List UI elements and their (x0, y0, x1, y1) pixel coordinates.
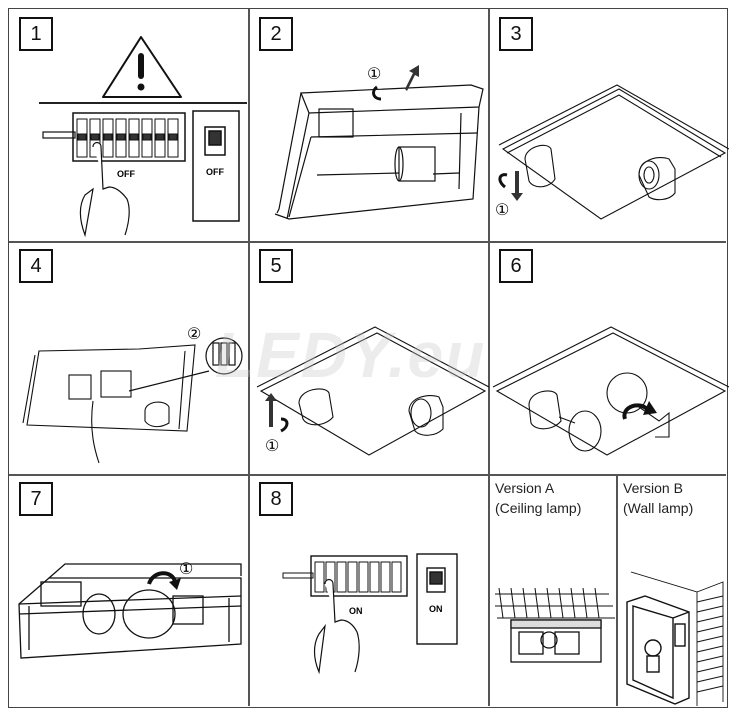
power-on-illustration: ON ON (282, 553, 458, 675)
remove-plate-illustration: ① (495, 84, 729, 220)
step-3-panel: ① 3 (489, 9, 729, 241)
rotate-arrow-icon (147, 571, 177, 585)
divider (616, 474, 618, 706)
base-plate-icon (492, 326, 729, 456)
hand-icon (313, 578, 360, 675)
down-arrow-icon (511, 171, 523, 201)
warning-icon (102, 36, 182, 98)
hand-icon (79, 141, 130, 238)
step-number: 8 (259, 482, 293, 516)
callout-1: ① (367, 64, 381, 83)
breaker-on-label: ON (429, 604, 443, 614)
step-number: 5 (259, 249, 293, 283)
up-arrow-icon (265, 393, 277, 427)
base-plate-icon (22, 344, 196, 464)
instruction-grid: OFF OFF 1 ① 2 (8, 8, 729, 708)
callout-1: ① (495, 200, 509, 219)
breaker-icon (192, 110, 240, 222)
step-number: 7 (19, 482, 53, 516)
step-6-panel: 6 (489, 241, 729, 474)
switch-off-label: OFF (117, 169, 135, 179)
ceiling-lamp-illustration (495, 587, 615, 663)
divider (488, 9, 490, 706)
reattach-frame-illustration: ① (18, 559, 242, 659)
up-arrow-icon (405, 65, 419, 91)
breaker-icon (416, 553, 458, 645)
step-number: 6 (499, 249, 533, 283)
fuse-box-icon (42, 112, 186, 162)
lamp-frame-icon (18, 563, 242, 659)
rotate-arrow-icon (372, 85, 382, 101)
version-b-panel: Version B (Wall lamp) (617, 474, 729, 706)
rotate-arrow-icon (280, 417, 289, 433)
divider (9, 241, 726, 243)
base-plate-icon (256, 326, 489, 456)
insert-bulb-illustration (492, 326, 729, 456)
callout-2: ② (187, 324, 201, 343)
connector-detail-icon (128, 337, 243, 392)
wiring-illustration: ② (22, 324, 243, 464)
step-number: 2 (259, 17, 293, 51)
lamp-frame-icon (510, 619, 602, 663)
rotate-arrow-icon (498, 173, 508, 189)
remove-frame-illustration: ① (274, 64, 484, 220)
base-plate-icon (498, 84, 729, 220)
version-a-panel: Version A (Ceiling lamp) (489, 474, 617, 706)
step-number: 4 (19, 249, 53, 283)
step-8-panel: ON ON 8 (249, 474, 489, 706)
lamp-frame-icon (626, 595, 690, 705)
wall-lamp-illustration (626, 571, 724, 706)
step-number: 1 (19, 17, 53, 51)
divider (9, 474, 726, 476)
breaker-off-label: OFF (206, 167, 224, 177)
step-2-panel: ① 2 (249, 9, 489, 241)
fuse-box-icon (282, 555, 408, 597)
version-a-subtitle: (Ceiling lamp) (495, 500, 582, 516)
step-7-panel: ① 7 (9, 474, 249, 706)
callout-1: ① (265, 436, 279, 455)
version-b-subtitle: (Wall lamp) (623, 500, 694, 516)
divider (248, 9, 250, 706)
lamp-frame-icon (274, 84, 484, 220)
version-a-title: Version A (495, 480, 555, 496)
power-off-illustration: OFF OFF (39, 36, 247, 238)
switch-on-label: ON (349, 606, 363, 616)
ceiling-tiles-icon (495, 587, 615, 619)
rotate-arrow-icon (622, 403, 649, 420)
attach-plate-illustration: ① (256, 326, 489, 456)
step-number: 3 (499, 17, 533, 51)
callout-1: ① (179, 559, 193, 578)
brick-wall-icon (630, 571, 724, 706)
step-1-panel: OFF OFF 1 (9, 9, 249, 241)
step-4-panel: ② 4 (9, 241, 249, 474)
step-5-panel: ① 5 (249, 241, 489, 474)
version-b-title: Version B (623, 480, 683, 496)
